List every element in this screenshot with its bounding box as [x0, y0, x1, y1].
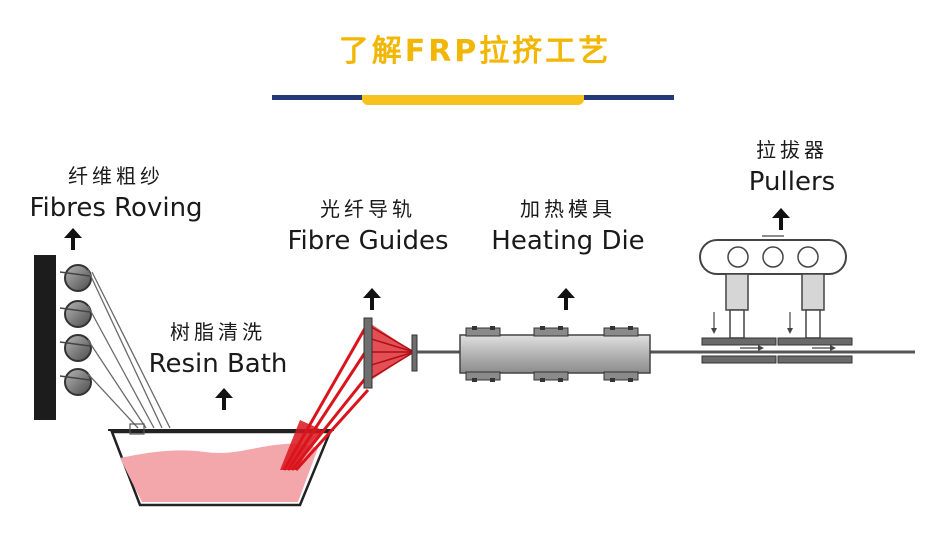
label-cn: 加热模具 — [520, 197, 616, 221]
label-cn: 拉拔器 — [756, 138, 828, 162]
arrow-up-icon — [64, 228, 82, 250]
label-en: Fibre Guides — [287, 226, 449, 256]
label-cn: 树脂清洗 — [170, 320, 266, 344]
fibre-guides — [363, 317, 418, 389]
title-accent-bar — [362, 95, 584, 105]
label-en: Heating Die — [491, 226, 645, 256]
label-cn: 纤维粗纱 — [68, 164, 164, 188]
label-pullers: 拉拔器 Pullers — [692, 134, 892, 197]
pullers — [699, 235, 853, 364]
fibre-creel — [34, 255, 92, 420]
fibre-bundle — [280, 420, 322, 470]
arrow-up-icon — [557, 288, 575, 310]
label-en: Fibres Roving — [29, 193, 203, 223]
diagram-title: 了解FRP拉挤工艺 — [338, 34, 612, 69]
label-fibre-guides: 光纤导轨 Fibre Guides — [268, 193, 468, 256]
heating-die — [459, 326, 651, 382]
resin-bath — [108, 423, 334, 507]
label-fibres-roving: 纤维粗纱 Fibres Roving — [16, 160, 216, 223]
arrow-up-icon — [215, 388, 233, 410]
fibre-strands — [87, 269, 171, 429]
arrow-up-icon — [772, 208, 790, 230]
arrow-up-icon — [363, 288, 381, 310]
label-heating-die: 加热模具 Heating Die — [468, 193, 668, 256]
label-resin-bath: 树脂清洗 Resin Bath — [118, 316, 318, 379]
label-cn: 光纤导轨 — [320, 197, 416, 221]
label-en: Resin Bath — [148, 349, 288, 379]
label-en: Pullers — [748, 167, 836, 197]
